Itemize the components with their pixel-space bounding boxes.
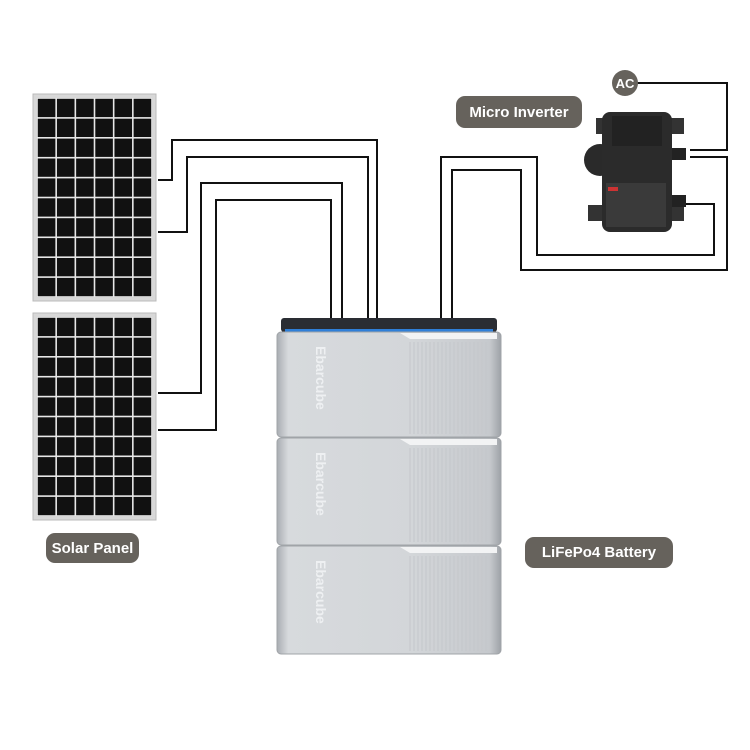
ac-label: AC: [612, 70, 638, 96]
wire-panel1-a: [158, 139, 378, 320]
battery-module-2: Ebarcube: [276, 437, 502, 546]
battery-logo: Ebarcube: [313, 452, 329, 516]
wire-inverter-b: [451, 156, 728, 320]
wire-ac: [636, 82, 728, 151]
micro-inverter: [584, 112, 686, 232]
battery-module-3: Ebarcube: [276, 545, 502, 655]
wire-inverter-a: [440, 156, 715, 320]
wires: [158, 82, 728, 431]
solar-panel-1: [32, 93, 157, 302]
battery-module-1: Ebarcube: [276, 331, 502, 438]
battery-logo: Ebarcube: [313, 346, 329, 410]
micro-inverter-label: Micro Inverter: [456, 96, 582, 128]
battery-logo: Ebarcube: [313, 560, 329, 624]
wire-panel2-b: [158, 199, 332, 431]
wire-panel1-b: [158, 156, 369, 320]
battery-label: LiFePo4 Battery: [525, 537, 673, 568]
solar-panel-label: Solar Panel: [46, 533, 139, 563]
wire-panel2-a: [158, 182, 343, 394]
solar-panel-2: [32, 312, 157, 521]
